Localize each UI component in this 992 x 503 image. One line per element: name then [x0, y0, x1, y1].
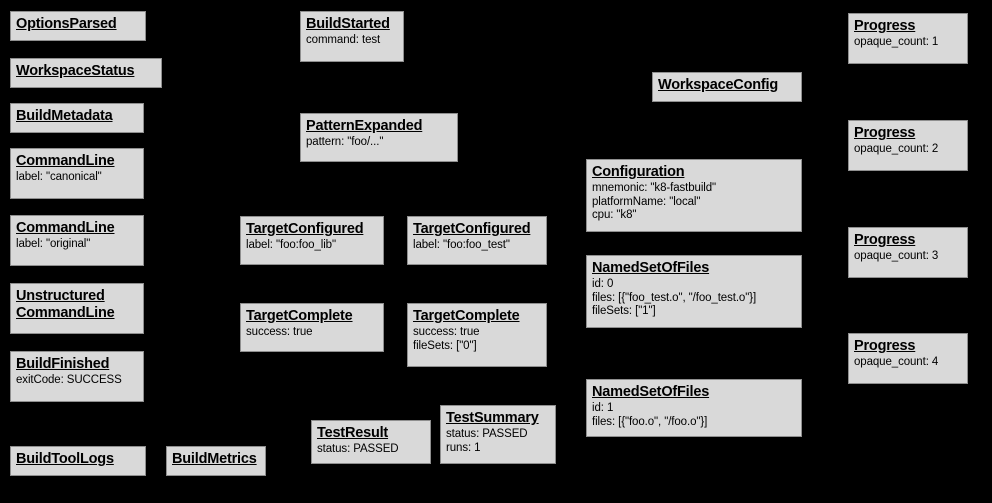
- event-node-attribute: label: "original": [16, 238, 91, 251]
- event-node-attribute: fileSets: ["1"]: [592, 305, 656, 318]
- event-node-target-configured-foo-lib[interactable]: TargetConfigured label: "foo:foo_lib": [240, 216, 384, 265]
- event-node-attribute: opaque_count: 2: [854, 143, 939, 156]
- event-node-title: Progress: [854, 18, 916, 34]
- event-node-title: PatternExpanded: [306, 118, 423, 134]
- event-node-title: Configuration: [592, 164, 685, 180]
- event-node-title: WorkspaceStatus: [16, 63, 135, 79]
- event-node-attribute: command: test: [306, 34, 381, 47]
- event-node-title: BuildStarted: [306, 16, 390, 32]
- event-node-attribute: id: 1: [592, 402, 614, 415]
- event-node-attribute: status: PASSED: [317, 443, 399, 456]
- event-node-attribute: files: [{"foo_test.o", "/foo_test.o"}]: [592, 291, 757, 304]
- event-node-title: TestResult: [317, 425, 389, 441]
- event-node-title: NamedSetOfFiles: [592, 260, 710, 276]
- event-node-title: BuildMetrics: [172, 451, 257, 467]
- event-node-attribute: mnemonic: "k8-fastbuild": [592, 182, 717, 195]
- event-node-attribute: opaque_count: 1: [854, 36, 939, 49]
- event-node-test-result[interactable]: TestResult status: PASSED: [311, 420, 431, 464]
- event-node-attribute: files: [{"foo.o", "/foo.o"}]: [592, 415, 708, 428]
- event-node-title: CommandLine: [16, 220, 115, 236]
- event-node-title: Progress: [854, 338, 916, 354]
- event-node-configuration[interactable]: Configuration mnemonic: "k8-fastbuild"pla…: [586, 159, 802, 232]
- event-node-attribute: label: "canonical": [16, 171, 102, 184]
- event-node-attribute: runs: 1: [446, 441, 481, 454]
- event-node-title: WorkspaceConfig: [658, 77, 779, 93]
- event-node-title: TargetConfigured: [246, 221, 364, 237]
- event-node-attribute: opaque_count: 4: [854, 356, 939, 369]
- event-node-attribute: exitCode: SUCCESS: [16, 374, 122, 387]
- event-node-title: Progress: [854, 125, 916, 141]
- event-node-title: Unstructured CommandLine: [16, 288, 115, 322]
- event-node-attribute: id: 0: [592, 278, 614, 291]
- event-node-title: NamedSetOfFiles: [592, 384, 710, 400]
- event-node-options-parsed[interactable]: OptionsParsed: [10, 11, 146, 41]
- event-node-build-tool-logs[interactable]: BuildToolLogs: [10, 446, 146, 476]
- event-node-title: TargetComplete: [413, 308, 520, 324]
- event-node-pattern-expanded[interactable]: PatternExpanded pattern: "foo/...": [300, 113, 458, 162]
- event-node-attribute: opaque_count: 3: [854, 250, 939, 263]
- event-node-target-configured-foo-test[interactable]: TargetConfigured label: "foo:foo_test": [407, 216, 547, 265]
- event-node-attribute: success: true: [413, 326, 480, 339]
- event-node-title: BuildMetadata: [16, 108, 113, 124]
- event-node-attribute: platformName: "local": [592, 195, 701, 208]
- event-node-title: TargetConfigured: [413, 221, 531, 237]
- event-node-attribute: fileSets: ["0"]: [413, 339, 477, 352]
- event-node-progress-3[interactable]: Progress opaque_count: 3: [848, 227, 968, 278]
- event-node-progress-4[interactable]: Progress opaque_count: 4: [848, 333, 968, 384]
- event-node-title: Progress: [854, 232, 916, 248]
- event-node-build-started[interactable]: BuildStarted command: test: [300, 11, 404, 62]
- event-node-command-line-canonical[interactable]: CommandLine label: "canonical": [10, 148, 144, 199]
- event-node-title: BuildToolLogs: [16, 451, 114, 467]
- event-node-workspace-status[interactable]: WorkspaceStatus: [10, 58, 162, 88]
- event-node-attribute: cpu: "k8": [592, 209, 637, 222]
- event-node-attribute: success: true: [246, 326, 313, 339]
- event-node-attribute: pattern: "foo/...": [306, 136, 384, 149]
- event-node-title: TestSummary: [446, 410, 539, 426]
- event-node-title: OptionsParsed: [16, 16, 117, 32]
- event-node-command-line-original[interactable]: CommandLine label: "original": [10, 215, 144, 266]
- event-node-target-complete-foo-lib[interactable]: TargetComplete success: true: [240, 303, 384, 352]
- event-node-title: BuildFinished: [16, 356, 110, 372]
- event-node-title: TargetComplete: [246, 308, 353, 324]
- event-node-workspace-config[interactable]: WorkspaceConfig: [652, 72, 802, 102]
- event-node-build-metadata[interactable]: BuildMetadata: [10, 103, 144, 133]
- event-node-attribute: label: "foo:foo_test": [413, 239, 510, 252]
- event-node-title: CommandLine: [16, 153, 115, 169]
- event-node-build-finished[interactable]: BuildFinished exitCode: SUCCESS: [10, 351, 144, 402]
- event-node-progress-1[interactable]: Progress opaque_count: 1: [848, 13, 968, 64]
- event-node-attribute: status: PASSED: [446, 428, 528, 441]
- event-node-progress-2[interactable]: Progress opaque_count: 2: [848, 120, 968, 171]
- event-node-attribute: label: "foo:foo_lib": [246, 239, 336, 252]
- event-node-unstructured-command-line[interactable]: Unstructured CommandLine: [10, 283, 144, 334]
- event-node-build-metrics[interactable]: BuildMetrics: [166, 446, 266, 476]
